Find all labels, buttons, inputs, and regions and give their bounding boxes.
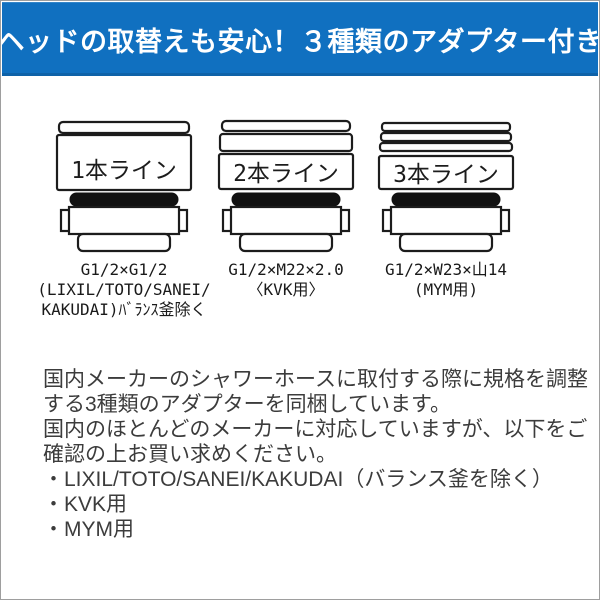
adapter-1-illustration: 1本ライン — [55, 120, 193, 253]
adapter-3-spec: G1/2×W23×山14 — [385, 260, 507, 279]
adapter-2-caption: G1/2×M22×2.0 〈KVK用〉 — [188, 260, 384, 300]
adapter-1-label: 1本ライン — [71, 158, 177, 184]
header-title: ヘッドの取替えも安心！３種類のアダプター付き — [0, 26, 600, 57]
description-line-4: 確認の上お買い求めください。 — [43, 443, 337, 466]
adapter-1-body — [55, 133, 193, 192]
adapter-3-o-ring — [391, 192, 501, 207]
adapter-1-caption: G1/2×G1/2 (LIXIL/TOTO/SANEI/ KAKUDAI)ﾊﾞﾗ… — [26, 260, 222, 320]
adapter-2-o-ring — [231, 192, 341, 207]
adapter-1-compat-line-2: KAKUDAI)ﾊﾞﾗﾝｽ釜除く — [41, 300, 207, 319]
adapter-3-body — [377, 154, 515, 191]
adapter-3-cap-ridge-3 — [378, 141, 514, 153]
description-block: 国内メーカーのシャワーホースに取付する際に規格を調整 する3種類のアダプターを同… — [43, 367, 588, 542]
adapter-2-label: 2本ライン — [233, 161, 339, 187]
description-line-3: 国内のほとんどのメーカーに対応していますが、以下をご — [43, 418, 588, 441]
adapter-1-cap-ridge — [57, 120, 191, 135]
adapter-2-threaded-nut — [229, 205, 343, 236]
adapter-1-threaded-nut — [67, 205, 181, 236]
adapter-1-spec: G1/2×G1/2 — [80, 260, 168, 279]
description-bullet-1: ・LIXIL/TOTO/SANEI/KAKUDAI（バランス釜を除く） — [43, 468, 553, 491]
header-banner: ヘッドの取替えも安心！３種類のアダプター付き — [0, 2, 600, 76]
adapter-2-cap-ridge-1 — [220, 119, 352, 133]
adapter-3-cap-ridge-2 — [379, 131, 513, 143]
description-bullet-3: ・MYM用 — [43, 518, 134, 541]
adapter-3-illustration: 3本ライン — [377, 121, 515, 253]
adapter-3-cap-ridge-1 — [380, 121, 512, 133]
description-line-2: する3種類のアダプターを同梱しています。 — [43, 393, 451, 416]
adapter-2-bottom-connector — [238, 232, 334, 253]
adapter-3-bottom-connector — [398, 232, 494, 253]
adapter-1-bottom-connector — [76, 232, 172, 253]
description-bullet-2: ・KVK用 — [43, 493, 128, 516]
adapter-2-spec: G1/2×M22×2.0 — [228, 260, 344, 279]
description-line-1: 国内メーカーのシャワーホースに取付する際に規格を調整 — [43, 368, 588, 391]
adapter-3-label: 3本ライン — [393, 162, 499, 188]
adapter-2-illustration: 2本ライン — [217, 119, 355, 253]
adapter-3-compat-line-1: (MYM用) — [413, 280, 479, 299]
adapter-1-o-ring — [69, 192, 179, 207]
adapter-2-body — [217, 152, 355, 191]
adapter-3-caption: G1/2×W23×山14 (MYM用) — [348, 260, 544, 300]
adapter-3-threaded-nut — [389, 205, 503, 236]
adapter-1-compat-line-1: (LIXIL/TOTO/SANEI/ — [37, 280, 211, 299]
adapter-2-cap-ridge-2 — [218, 132, 354, 153]
adapter-2-compat-line-1: 〈KVK用〉 — [247, 280, 325, 299]
